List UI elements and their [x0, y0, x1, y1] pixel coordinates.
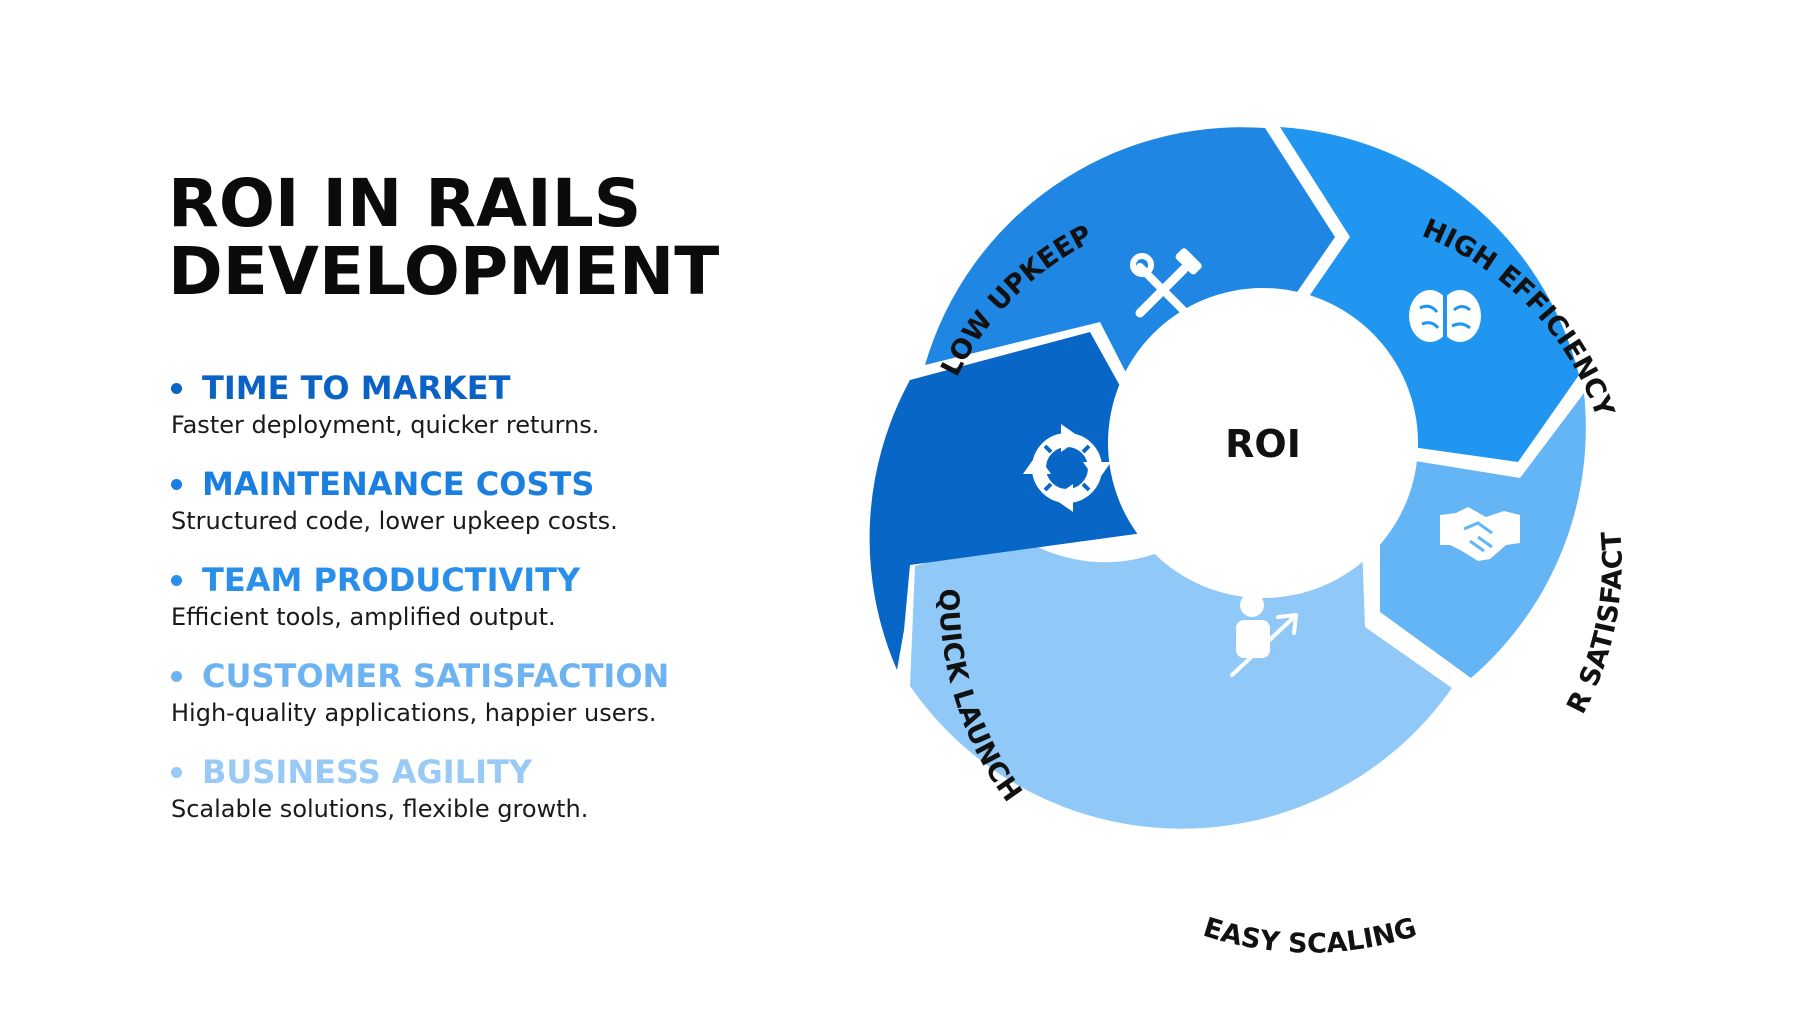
item-description: High-quality applications, happier users… — [171, 699, 657, 727]
bullet-dot — [171, 478, 182, 490]
item-heading: MAINTENANCE COSTS — [168, 464, 788, 504]
roi-wheel: ROI — [800, 60, 1800, 1013]
list-item: BUSINESS AGILITY Scalable solutions, fle… — [168, 752, 788, 824]
item-description: Structured code, lower upkeep costs. — [171, 507, 618, 535]
cycle-icon — [1023, 424, 1111, 512]
title-line-1: ROI IN RAILS — [168, 165, 642, 242]
bullet-dot — [171, 382, 182, 394]
title-line-2: DEVELOPMENT — [168, 233, 720, 310]
list-item: TEAM PRODUCTIVITY Efficient tools, ampli… — [168, 560, 788, 632]
benefit-list: TIME TO MARKET Faster deployment, quicke… — [168, 368, 788, 824]
item-heading: TIME TO MARKET — [168, 368, 788, 408]
tools-icon — [1130, 248, 1202, 318]
roi-wheel-graphic: ROI — [800, 60, 1629, 960]
segment-quick-launch — [869, 332, 1150, 670]
item-heading-text: MAINTENANCE COSTS — [202, 465, 595, 503]
text-panel: ROI IN RAILS DEVELOPMENT TIME TO MARKET … — [168, 170, 788, 848]
center-circle — [1108, 288, 1418, 598]
item-heading: BUSINESS AGILITY — [168, 752, 788, 792]
item-description: Scalable solutions, flexible growth. — [171, 795, 589, 823]
item-heading-text: TEAM PRODUCTIVITY — [202, 561, 581, 599]
list-item: CUSTOMER SATISFACTION High-quality appli… — [168, 656, 788, 728]
center-label: ROI — [1225, 422, 1301, 466]
bullet-dot — [171, 766, 182, 778]
brain-icon — [1409, 290, 1481, 346]
label-easy-scaling: EASY SCALING — [1200, 912, 1420, 960]
growth-icon — [1230, 593, 1298, 677]
item-description: Faster deployment, quicker returns. — [171, 411, 600, 439]
item-heading-text: BUSINESS AGILITY — [202, 753, 532, 791]
list-item: TIME TO MARKET Faster deployment, quicke… — [168, 368, 788, 440]
list-item: MAINTENANCE COSTS Structured code, lower… — [168, 464, 788, 536]
bullet-dot — [171, 670, 182, 682]
item-heading: CUSTOMER SATISFACTION — [168, 656, 788, 696]
item-description: Efficient tools, amplified output. — [171, 603, 556, 631]
item-heading: TEAM PRODUCTIVITY — [168, 560, 788, 600]
item-heading-text: CUSTOMER SATISFACTION — [202, 657, 670, 695]
bullet-dot — [171, 574, 182, 586]
item-heading-text: TIME TO MARKET — [202, 369, 511, 407]
segment-easy-scaling — [910, 537, 1452, 829]
page-title: ROI IN RAILS DEVELOPMENT — [168, 170, 788, 306]
handshake-icon — [1440, 507, 1520, 561]
